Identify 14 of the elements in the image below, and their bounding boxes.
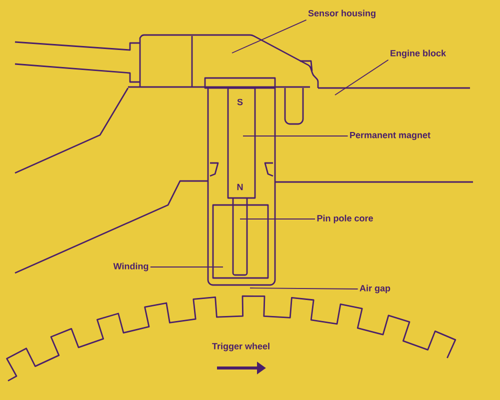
part-label: Pin pole core: [317, 214, 373, 224]
part-label: Engine block: [390, 50, 446, 58]
pole-letter: S: [237, 98, 243, 106]
leader-line: [150, 266, 224, 268]
wheel-label: Trigger wheel: [212, 342, 270, 352]
part-label: Winding: [113, 262, 148, 272]
leader-line: [232, 19, 307, 54]
part-label: Permanent magnet: [350, 132, 430, 140]
part-label: Air gap: [360, 284, 390, 294]
leader-line: [240, 218, 316, 220]
pole-letter: N: [237, 184, 243, 190]
leader-line: [250, 288, 358, 290]
leader-line: [334, 59, 389, 96]
part-label: Sensor housing: [308, 10, 376, 18]
